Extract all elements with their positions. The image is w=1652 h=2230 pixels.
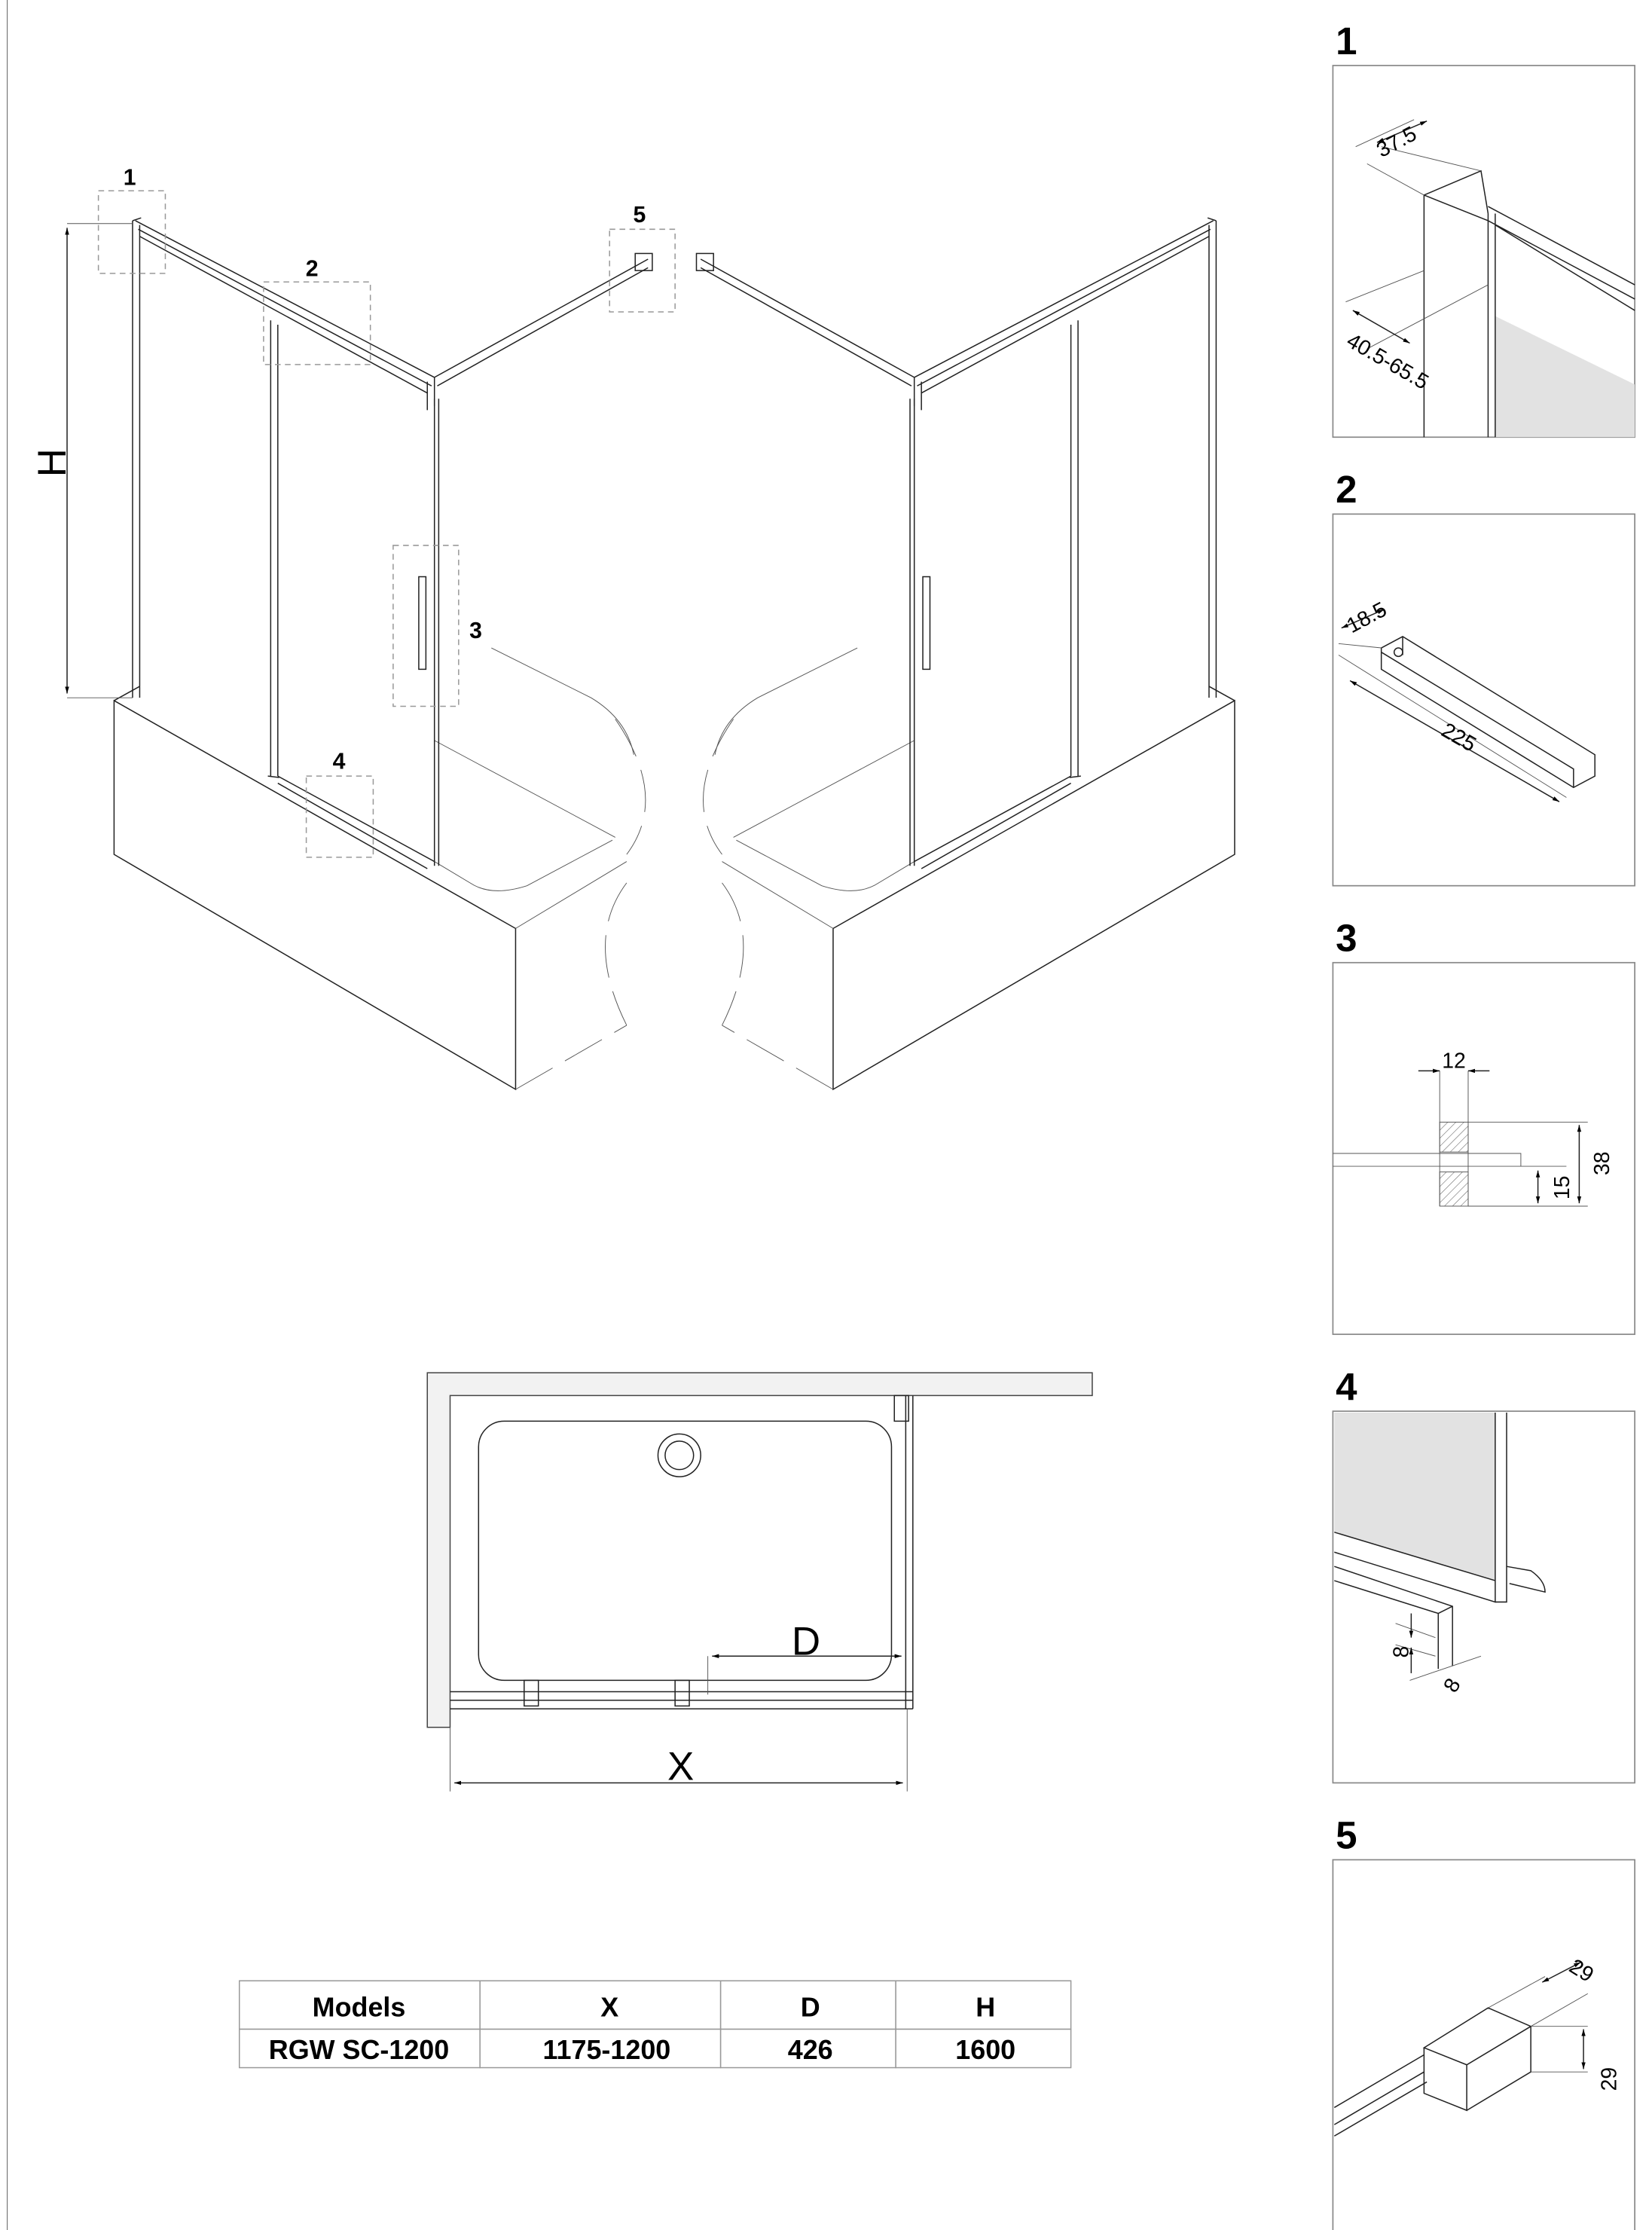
callout-1: 1 [124, 166, 136, 191]
dimension-value: 38 [1590, 1152, 1614, 1176]
height-label: H [30, 448, 75, 477]
table-header: D [801, 1991, 820, 2022]
dimensions-table: Models X D H RGW SC-1200 1175-1200 426 1… [238, 1980, 1072, 2069]
detail-2: 18.5 225 [1332, 513, 1635, 887]
table-cell: RGW SC-1200 [269, 2034, 449, 2065]
detail-3: 12 15 38 [1332, 961, 1635, 1335]
door-width-label: D [792, 1619, 820, 1663]
dimension-value: 29 [1598, 2067, 1622, 2091]
table-header: H [976, 1991, 995, 2022]
dimension-value: 8 [1390, 1646, 1414, 1658]
dimension-value: 12 [1442, 1049, 1466, 1074]
detail-4-number: 4 [1336, 1365, 1357, 1408]
callout-2: 2 [306, 257, 319, 282]
callout-4: 4 [333, 750, 346, 774]
detail-5-number: 5 [1336, 1813, 1357, 1856]
dimension-value: 15 [1550, 1176, 1574, 1200]
detail-5: 29 29 [1332, 1859, 1635, 2230]
table-cell: 1175-1200 [543, 2034, 671, 2065]
width-label: X [667, 1745, 694, 1789]
table-header: X [600, 1991, 618, 2022]
detail-2-number: 2 [1336, 468, 1357, 511]
table-header: Models [313, 1991, 406, 2022]
callout-5: 5 [633, 203, 646, 228]
isometric-right [695, 217, 1235, 1090]
table-cell: 426 [788, 2034, 833, 2065]
height-dimension: H [30, 223, 133, 698]
isometric-left [113, 217, 653, 1090]
plan-view: D X [426, 1372, 1093, 1792]
detail-3-number: 3 [1336, 917, 1357, 960]
table-cell: 1600 [955, 2034, 1015, 2065]
callout-3: 3 [469, 619, 482, 643]
detail-1-number: 1 [1336, 20, 1357, 63]
detail-1: 37.5 40.5-65.5 [1332, 65, 1635, 438]
callout-boxes [97, 190, 676, 858]
detail-4: 8 8 [1332, 1410, 1635, 1784]
